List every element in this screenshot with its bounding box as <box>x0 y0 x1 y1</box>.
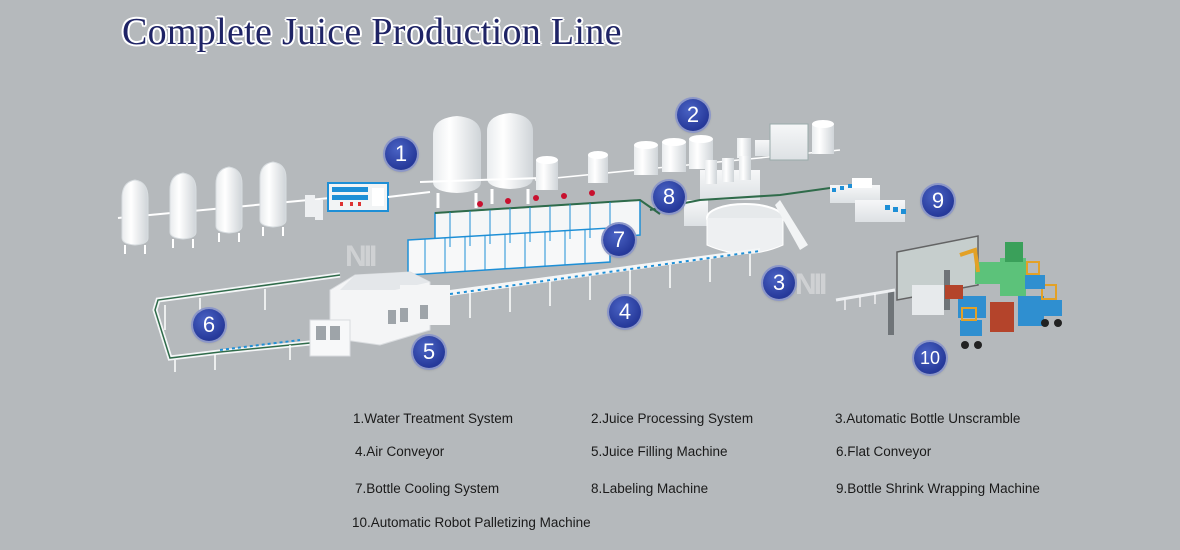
badge-2: 2 <box>677 99 709 131</box>
legend-item: 1.Water Treatment System <box>353 411 514 426</box>
water-tank <box>215 166 243 242</box>
badge-5: 5 <box>413 336 445 368</box>
water-tank <box>259 161 287 236</box>
watermark-logo: NII <box>795 268 827 301</box>
air-conveyor <box>449 248 761 318</box>
juice-filling-machine <box>309 271 450 357</box>
legend-item: 7.Bottle Cooling System <box>355 481 500 496</box>
robot-palletizing-machine <box>835 235 1062 349</box>
legend-item: 4.Air Conveyor <box>355 444 445 459</box>
legend-item: 8.Labeling Machine <box>591 481 709 496</box>
production-line-illustration <box>117 113 1062 372</box>
badge-3: 3 <box>763 267 795 299</box>
page-title: Complete Juice Production Line <box>122 11 622 53</box>
large-storage-tank <box>433 116 481 208</box>
legend-item: 2.Juice Processing System <box>591 411 754 426</box>
water-treatment-system <box>117 113 541 254</box>
labeling-machine <box>684 156 760 226</box>
watermark-logo: NII <box>345 240 377 273</box>
badge-10: 10 <box>914 342 946 374</box>
ro-unit <box>327 182 389 212</box>
legend-item: 10.Automatic Robot Palletizing Machine <box>352 515 591 530</box>
badge-8: 8 <box>653 181 685 213</box>
water-tank <box>169 172 197 248</box>
badge-9: 9 <box>922 185 954 217</box>
large-storage-tank <box>487 113 533 204</box>
juice-processing-system <box>534 120 841 190</box>
forklift <box>1025 261 1045 289</box>
legend-item: 9.Bottle Shrink Wrapping Machine <box>836 481 1040 496</box>
bottle-unscrambler <box>706 200 808 254</box>
legend-item: 3.Automatic Bottle Unscramble <box>835 411 1021 426</box>
badge-4: 4 <box>609 296 641 328</box>
shrink-wrapping-machine <box>649 178 906 222</box>
forklift <box>960 307 982 349</box>
legend-item: 6.Flat Conveyor <box>836 444 932 459</box>
badge-6: 6 <box>193 309 225 341</box>
legend-item: 5.Juice Filling Machine <box>591 444 728 459</box>
water-tank <box>121 179 149 254</box>
flat-conveyor <box>152 272 341 372</box>
badge-7: 7 <box>603 224 635 256</box>
badge-1: 1 <box>385 138 417 170</box>
forklift <box>1040 284 1062 327</box>
bottle-cooling-system <box>407 190 661 276</box>
